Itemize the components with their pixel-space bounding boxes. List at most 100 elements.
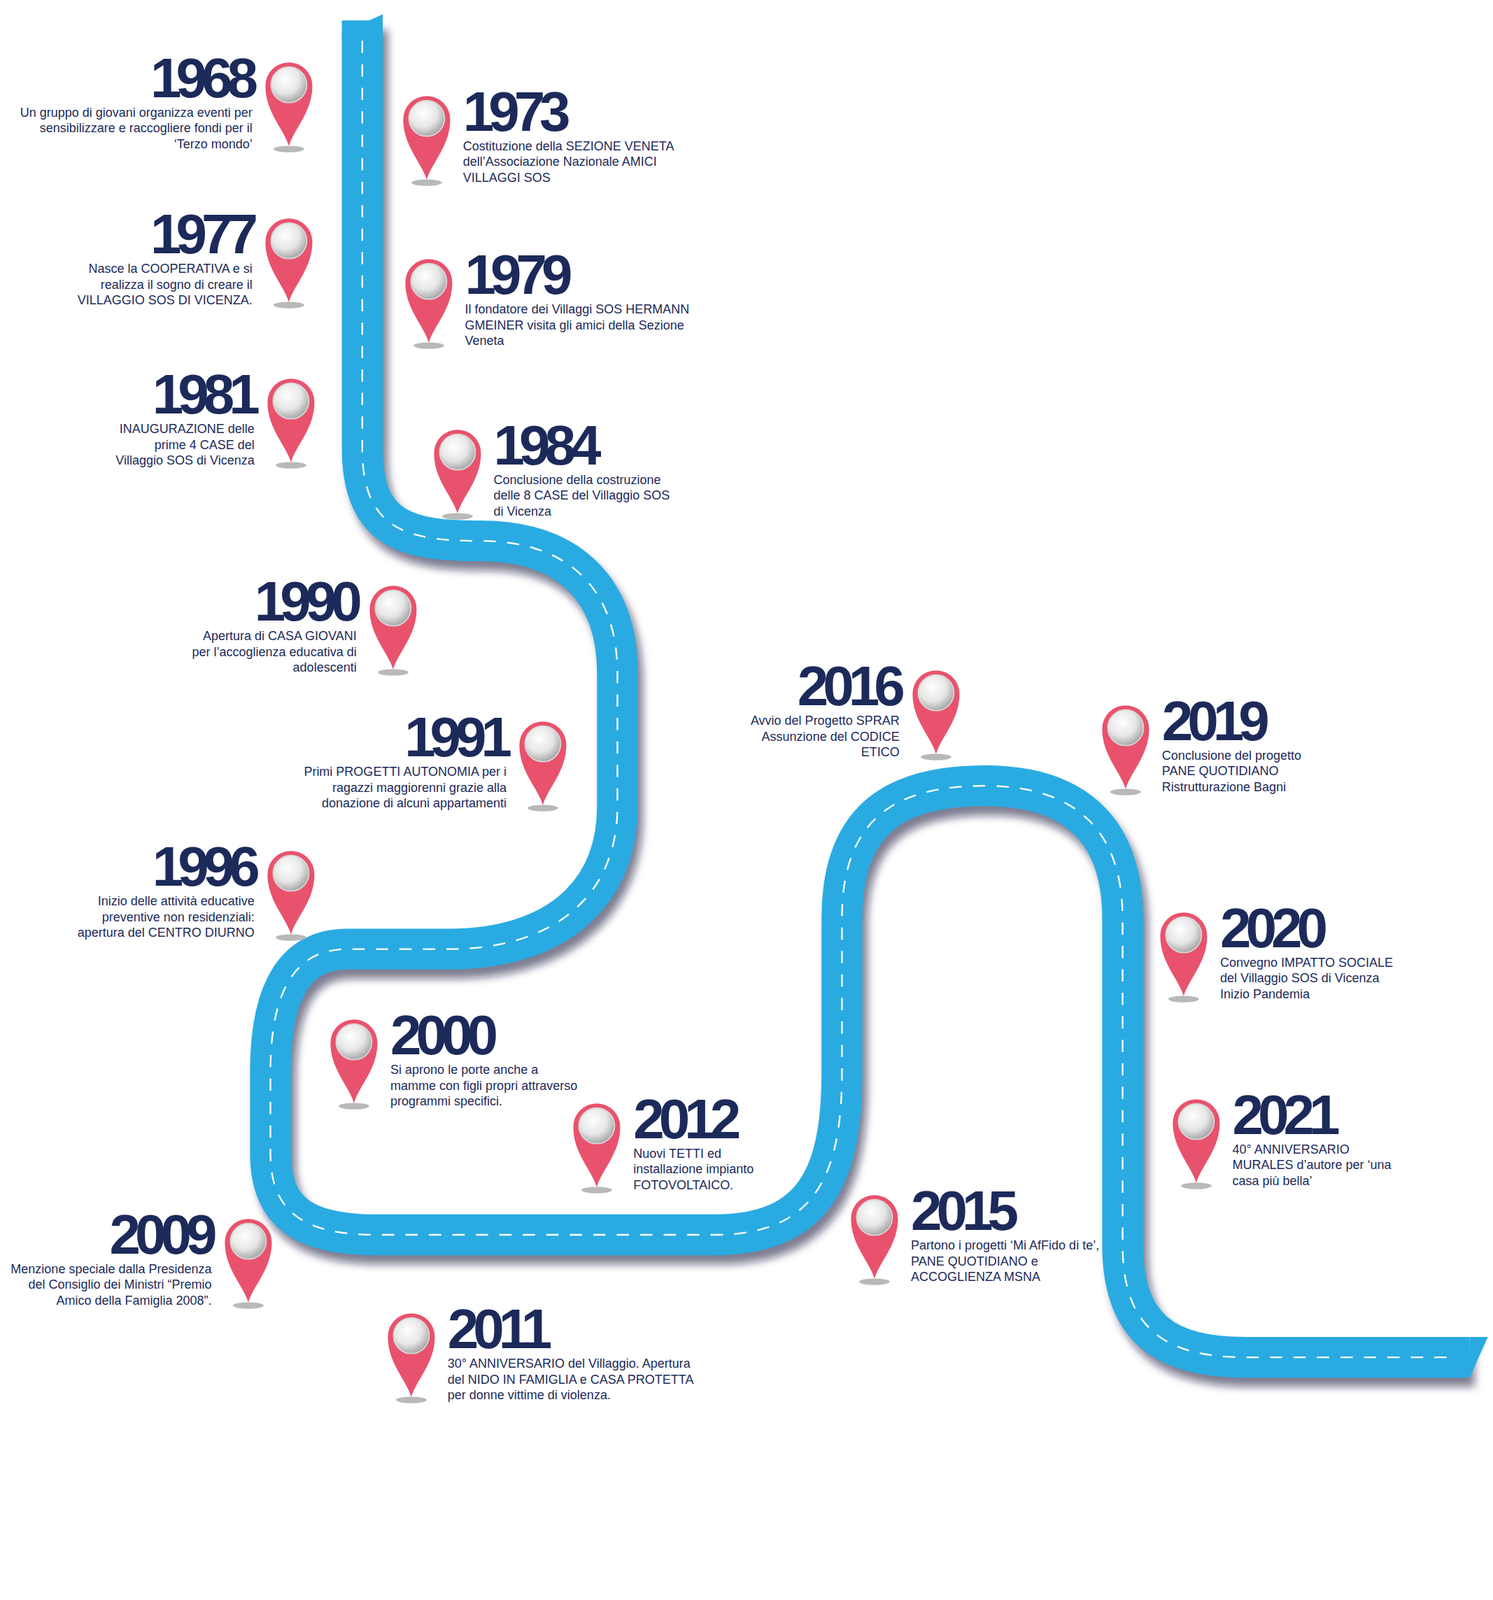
timeline-marker: 202140° ANNIVERSARIO MURALES d’autore pe… xyxy=(1169,1090,1223,1193)
year-label: 2021 xyxy=(1232,1090,1407,1141)
timeline-marker: 201130° ANNIVERSARIO del Villaggio. Aper… xyxy=(384,1304,438,1407)
year-label: 2009 xyxy=(6,1209,212,1261)
pin-marker xyxy=(366,576,420,679)
event-description: Convegno IMPATTO SOCIALE del Villaggio S… xyxy=(1220,954,1400,1003)
pin-shadow xyxy=(273,301,305,308)
pin-body xyxy=(224,1218,272,1303)
marker-text: 2019Conclusione del progetto PANE QUOTID… xyxy=(1162,696,1322,796)
event-description: Conclusione del progetto PANE QUOTIDIANO… xyxy=(1162,747,1322,796)
pin-head xyxy=(270,223,307,259)
pin-body xyxy=(265,218,313,303)
pin-marker xyxy=(1169,1090,1223,1193)
event-description: Avvio del Progetto SPRAR Assunzione del … xyxy=(742,712,900,761)
pin-marker xyxy=(400,86,454,189)
pin-head xyxy=(270,67,307,103)
pin-shadow xyxy=(1168,995,1200,1002)
year-label: 1977 xyxy=(72,209,253,260)
marker-text: 2009Menzione speciale dalla Presidenza d… xyxy=(6,1209,212,1309)
pin-shadow xyxy=(1110,788,1142,795)
road-top-cut xyxy=(342,13,383,41)
pin-marker xyxy=(262,209,316,312)
pin-shadow xyxy=(273,145,305,152)
pin-body xyxy=(405,259,452,344)
marker-text: 1981INAUGURAZIONE delle prime 4 CASE del… xyxy=(110,369,254,469)
event-description: 30° ANNIVERSARIO del Villaggio. Apertura… xyxy=(447,1355,702,1404)
event-description: Conclusione della costruzione delle 8 CA… xyxy=(493,472,674,520)
pin-head xyxy=(579,1107,615,1144)
year-label: 2019 xyxy=(1162,696,1322,747)
pin-head xyxy=(524,726,561,762)
pin-head xyxy=(393,1318,429,1354)
pin-marker xyxy=(1157,903,1211,1006)
pin-head xyxy=(917,675,954,711)
pin-shadow xyxy=(581,1186,613,1193)
timeline-marker: 1996Inizio delle attività educative prev… xyxy=(264,841,318,944)
timeline-marker: 1991Primi PROGETTI AUTONOMIA per i ragaz… xyxy=(516,712,570,815)
year-label: 1979 xyxy=(465,249,690,301)
year-label: 2016 xyxy=(742,661,900,712)
timeline-marker: 2020Convegno IMPATTO SOCIALE del Villagg… xyxy=(1157,903,1211,1006)
marker-text: 2000Si aprono le porte anche a mamme con… xyxy=(390,1010,587,1110)
pin-head xyxy=(410,263,447,300)
timeline-marker: 1990Apertura di CASA GIOVANI per l’accog… xyxy=(366,576,420,679)
pin-head xyxy=(1107,710,1144,746)
pin-marker xyxy=(430,420,485,523)
event-description: Menzione speciale dalla Presidenza del C… xyxy=(6,1261,212,1309)
pin-shadow xyxy=(275,934,307,941)
pin-marker xyxy=(264,841,318,944)
year-label: 1968 xyxy=(11,53,253,104)
pin-body xyxy=(519,721,566,806)
pin-marker xyxy=(264,369,318,472)
pin-shadow xyxy=(377,669,409,676)
pin-head xyxy=(336,1024,373,1060)
pin-head xyxy=(1178,1104,1214,1140)
pin-shadow xyxy=(442,512,473,520)
marker-text: 1984Conclusione della costruzione delle … xyxy=(493,420,674,520)
pin-body xyxy=(1172,1099,1220,1184)
event-description: Primi PROGETTI AUTONOMIA per i ragazzi m… xyxy=(293,763,507,812)
event-description: Si aprono le porte anche a mamme con fig… xyxy=(390,1062,587,1110)
pin-body xyxy=(573,1103,621,1188)
pin-shadow xyxy=(338,1103,370,1110)
pin-head xyxy=(1166,917,1202,953)
pin-body xyxy=(330,1019,378,1104)
marker-text: 2016Avvio del Progetto SPRAR Assunzione … xyxy=(742,661,900,761)
year-label: 1996 xyxy=(63,841,255,893)
pin-marker xyxy=(262,53,316,156)
marker-text: 1979Il fondatore dei Villaggi SOS HERMAN… xyxy=(465,249,690,350)
year-label: 2012 xyxy=(633,1094,773,1145)
marker-text: 2020Convegno IMPATTO SOCIALE del Villagg… xyxy=(1220,903,1400,1003)
pin-head xyxy=(272,383,309,420)
pin-shadow xyxy=(527,805,559,812)
pin-body xyxy=(1160,912,1208,997)
event-description: Partono i progetti ‘Mi AfFido di te’, PA… xyxy=(910,1237,1125,1286)
road xyxy=(270,20,1470,1358)
pin-marker xyxy=(570,1094,624,1197)
pin-shadow xyxy=(395,1397,427,1404)
event-description: 40° ANNIVERSARIO MURALES d’autore per ‘u… xyxy=(1232,1141,1407,1190)
road-center-line xyxy=(270,40,1450,1358)
timeline-marker: 1984Conclusione della costruzione delle … xyxy=(430,420,485,523)
year-label: 2020 xyxy=(1220,903,1400,954)
event-description: Apertura di CASA GIOVANI per l’accoglien… xyxy=(190,628,357,676)
pin-body xyxy=(1101,705,1149,790)
event-description: Un gruppo di giovani organizza eventi pe… xyxy=(11,104,253,153)
road-end-cut xyxy=(1469,1336,1489,1378)
pin-marker xyxy=(402,249,456,352)
timeline-marker: 2000Si aprono le porte anche a mamme con… xyxy=(327,1010,381,1113)
timeline-marker: 2016Avvio del Progetto SPRAR Assunzione … xyxy=(909,661,963,764)
pin-body xyxy=(851,1194,899,1279)
marker-text: 1991Primi PROGETTI AUTONOMIA per i ragaz… xyxy=(293,712,507,812)
road-group xyxy=(270,13,1489,1378)
pin-shadow xyxy=(920,754,952,761)
timeline-marker: 1981INAUGURAZIONE delle prime 4 CASE del… xyxy=(264,369,318,472)
pin-marker xyxy=(516,712,570,815)
event-description: Il fondatore dei Villaggi SOS HERMANN GM… xyxy=(465,301,690,350)
marker-text: 1996Inizio delle attività educative prev… xyxy=(63,841,255,941)
pin-body xyxy=(912,670,960,755)
event-description: INAUGURAZIONE delle prime 4 CASE del Vil… xyxy=(110,421,254,469)
event-description: Inizio delle attività educative preventi… xyxy=(63,893,255,941)
pin-head xyxy=(230,1222,266,1259)
pin-body xyxy=(433,429,481,514)
marker-text: 1973Costituzione della SEZIONE VENETA de… xyxy=(463,86,694,187)
